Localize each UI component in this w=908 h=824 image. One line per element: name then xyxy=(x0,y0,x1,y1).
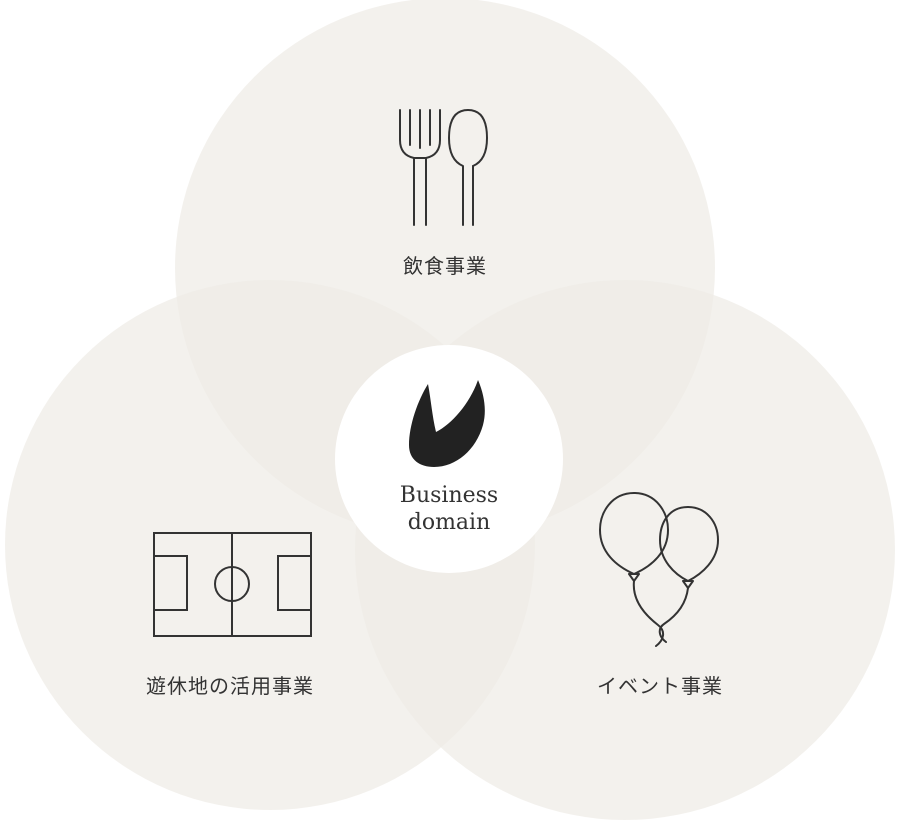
soccer-field-icon xyxy=(153,532,312,637)
brand-logo-icon xyxy=(409,380,485,467)
balloons-icon xyxy=(599,492,719,647)
center-title: Business domain xyxy=(349,482,549,536)
center-title-line2: domain xyxy=(407,510,491,535)
event-business-label: イベント事業 xyxy=(597,674,723,698)
center-title-line1: Business xyxy=(399,483,499,508)
food-business-label: 飲食事業 xyxy=(403,254,487,278)
idle-land-business-label: 遊休地の活用事業 xyxy=(146,674,314,698)
fork-and-spoon-icon xyxy=(399,109,488,226)
